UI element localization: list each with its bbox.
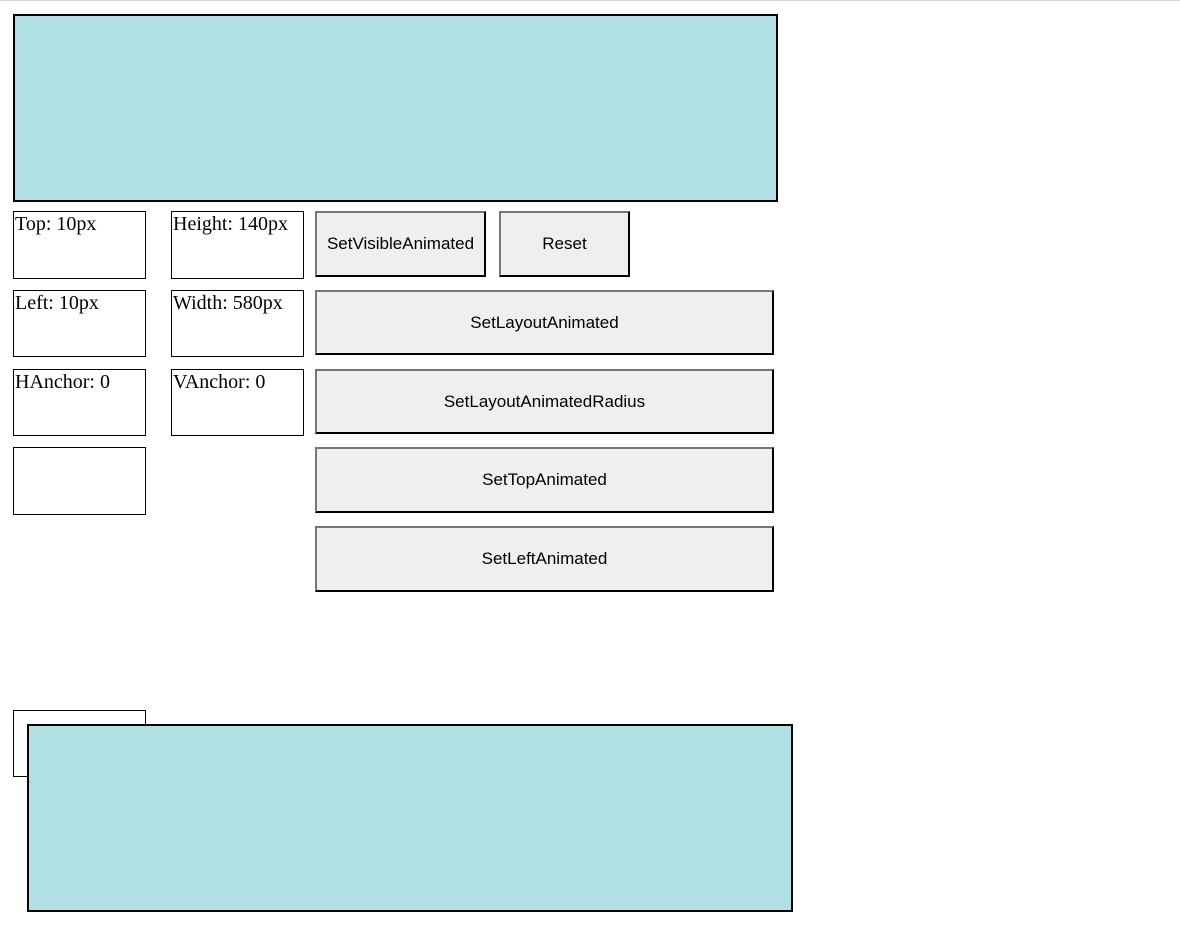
set-left-animated-button[interactable]: SetLeftAnimated	[315, 526, 774, 592]
set-top-animated-button[interactable]: SetTopAnimated	[315, 447, 774, 513]
reference-panel	[13, 14, 778, 202]
set-visible-animated-button[interactable]: SetVisibleAnimated	[315, 211, 486, 277]
vanchor-field: VAnchor: 0	[171, 369, 304, 436]
set-layout-animated-button[interactable]: SetLayoutAnimated	[315, 290, 774, 355]
left-field: Left: 10px	[13, 290, 146, 357]
top-field: Top: 10px	[13, 211, 146, 279]
set-layout-animated-radius-button[interactable]: SetLayoutAnimatedRadius	[315, 369, 774, 434]
top-divider	[0, 0, 1180, 1]
empty-field	[13, 447, 146, 515]
reset-button[interactable]: Reset	[499, 211, 630, 277]
hanchor-field: HAnchor: 0	[13, 369, 146, 436]
height-field: Height: 140px	[171, 211, 304, 279]
width-field: Width: 580px	[171, 290, 304, 357]
animated-panel	[27, 724, 793, 912]
